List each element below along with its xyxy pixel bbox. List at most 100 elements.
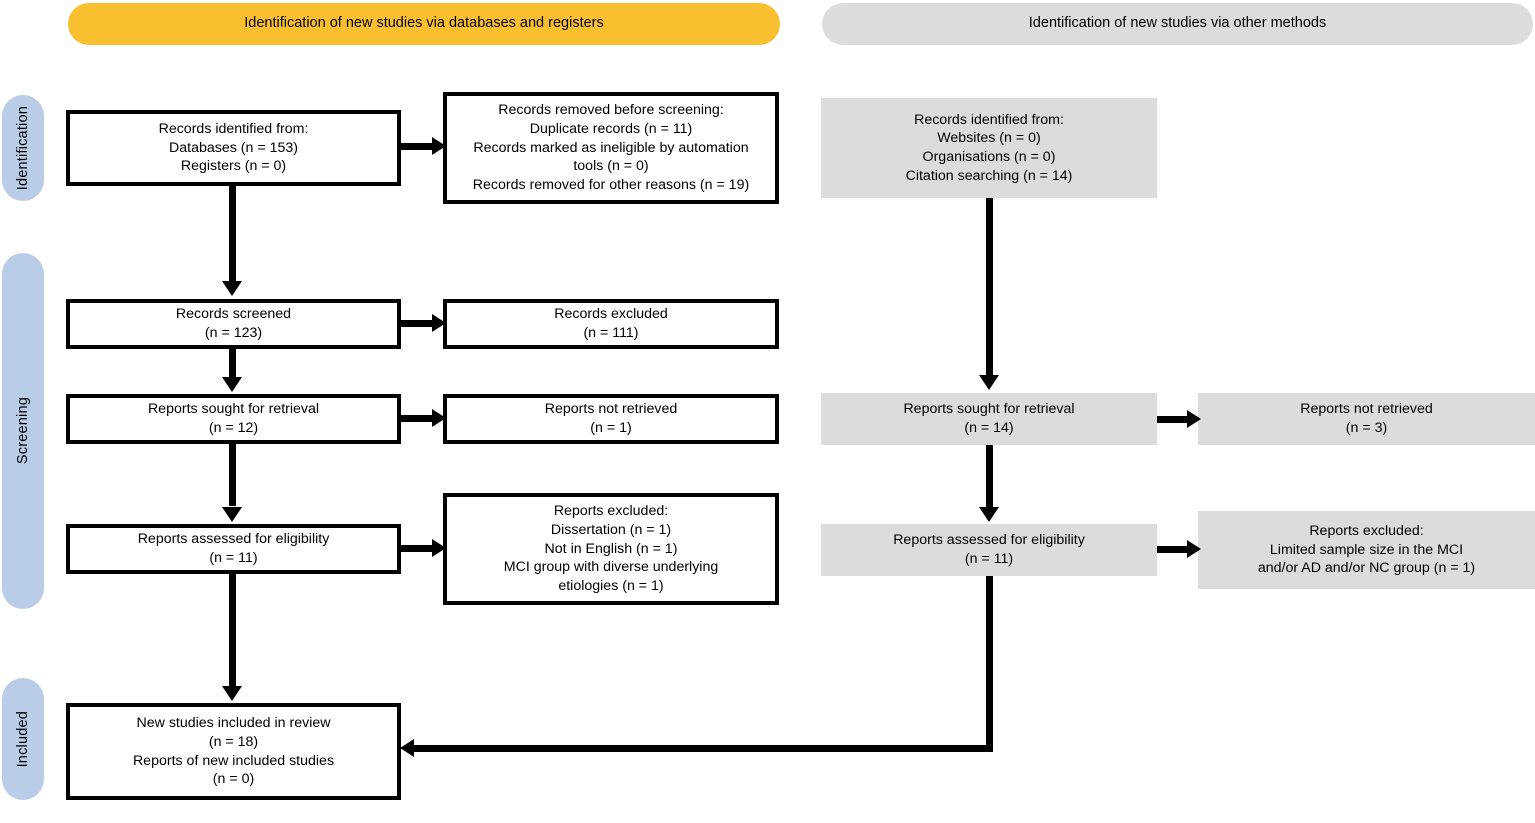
line: (n = 14) [964, 420, 1014, 436]
arrowhead-assessed-to-excluded-left [432, 539, 446, 557]
arrowhead-sought-to-not-retrieved-right [1187, 410, 1201, 428]
line: Reports sought for retrieval [147, 401, 320, 418]
line: and/or AD and/or NC group (n = 1) [1257, 560, 1476, 577]
box-reports-sought-left: Reports sought for retrieval (n = 12) [66, 394, 401, 444]
connector-assessed-to-excluded-right [1157, 546, 1193, 553]
line: Registers (n = 0) [180, 158, 287, 175]
line: (n = 11) [209, 550, 258, 566]
line: (n = 11) [964, 551, 1014, 567]
line: Reports of new included studies [132, 752, 335, 769]
box-reports-sought-left-text: Reports sought for retrieval (n = 12) [78, 400, 389, 437]
line: Websites (n = 0) [937, 130, 1041, 147]
line: Organisations (n = 0) [922, 149, 1056, 165]
line: Not in English (n = 1) [544, 540, 678, 557]
line: (n = 123) [204, 325, 263, 341]
box-reports-sought-right-text: Reports sought for retrieval (n = 14) [829, 400, 1149, 437]
banner-other-methods: Identification of new studies via other … [822, 3, 1533, 45]
box-new-studies-included-text: New studies included in review (n = 18) … [78, 714, 389, 789]
line: (n = 12) [208, 420, 259, 436]
connector-sought-to-assessed-left [229, 444, 236, 506]
box-records-removed-text: Records removed before screening: Duplic… [455, 101, 767, 195]
line: Records removed for other reasons (n = 1… [472, 177, 750, 194]
line: Reports excluded: [1309, 522, 1424, 539]
line: etiologies (n = 1) [558, 578, 664, 595]
box-records-removed-before-screening: Records removed before screening: Duplic… [443, 92, 779, 204]
box-records-excluded: Records excluded (n = 111) [443, 299, 779, 349]
box-records-screened-text: Records screened (n = 123) [78, 305, 389, 342]
line: New studies included in review [136, 715, 331, 732]
connector-screened-to-sought [229, 349, 236, 381]
box-reports-not-retrieved-left-text: Reports not retrieved (n = 1) [455, 400, 767, 437]
arrowhead-sought-to-assessed-right [979, 507, 999, 522]
line: Records removed before screening: [498, 102, 724, 119]
line: Records screened [175, 306, 292, 323]
connector-sought-to-not-retrieved-left [401, 415, 437, 422]
box-reports-not-retrieved-left: Reports not retrieved (n = 1) [443, 394, 779, 444]
line: Reports not retrieved [1300, 401, 1433, 418]
arrowhead-sought-to-not-retrieved-left [432, 409, 446, 427]
arrowhead-identified-to-screened [222, 281, 242, 296]
box-reports-excluded-right: Reports excluded: Limited sample size in… [1198, 511, 1535, 589]
connector-screened-to-excluded [401, 320, 437, 327]
connector-sought-to-assessed-right [986, 445, 993, 509]
line: (n = 18) [208, 733, 259, 750]
line: Databases (n = 153) [169, 139, 298, 156]
arrowhead-assessed-to-included [222, 686, 242, 701]
line: Records identified from: [914, 111, 1064, 128]
box-records-excluded-text: Records excluded (n = 111) [455, 305, 767, 342]
box-records-identified-right: Records identified from: Websites (n = 0… [821, 98, 1157, 198]
line: Limited sample size in the MCI [1269, 541, 1464, 558]
connector-assessed-to-excluded-left [401, 545, 437, 552]
connector-identified-to-sought-right [986, 198, 993, 378]
box-reports-assessed-right: Reports assessed for eligibility (n = 11… [821, 524, 1157, 576]
arrowhead-identified-to-removed [432, 137, 446, 155]
box-reports-excluded-left-text: Reports excluded: Dissertation (n = 1) N… [455, 502, 767, 596]
line: Records marked as ineligible by automati… [473, 139, 749, 156]
line: Reports assessed for eligibility [137, 531, 330, 548]
line: tools (n = 0) [573, 158, 649, 175]
stage-pill-identification: Identification [2, 95, 44, 201]
box-records-identified-right-text: Records identified from: Websites (n = 0… [829, 111, 1149, 186]
line: (n = 111) [583, 325, 639, 341]
box-reports-assessed-right-text: Reports assessed for eligibility (n = 11… [829, 531, 1149, 568]
banner-databases-registers-label: Identification of new studies via databa… [244, 15, 604, 32]
box-reports-excluded-left: Reports excluded: Dissertation (n = 1) N… [443, 493, 779, 605]
connector-assessed-right-drop [986, 576, 993, 752]
box-records-identified-left-text: Records identified from: Databases (n = … [78, 120, 389, 176]
connector-identified-to-removed [401, 143, 437, 150]
banner-other-methods-label: Identification of new studies via other … [1028, 15, 1327, 32]
line: Records excluded [554, 306, 668, 323]
line: MCI group with diverse underlying [503, 559, 719, 576]
line: Reports sought for retrieval [903, 401, 1075, 418]
line: (n = 3) [1345, 420, 1388, 436]
box-reports-assessed-left: Reports assessed for eligibility (n = 11… [66, 524, 401, 574]
box-reports-not-retrieved-right: Reports not retrieved (n = 3) [1198, 393, 1535, 445]
stage-pill-screening: Screening [2, 253, 44, 609]
stage-label-included: Included [15, 710, 31, 768]
box-records-screened: Records screened (n = 123) [66, 299, 401, 349]
stage-pill-included: Included [2, 678, 44, 800]
connector-sought-to-not-retrieved-right [1157, 416, 1193, 423]
stage-label-identification: Identification [15, 105, 31, 191]
arrowhead-screened-to-excluded [432, 314, 446, 332]
line: Reports excluded: [553, 503, 669, 520]
arrowhead-right-to-included [400, 739, 414, 757]
box-records-identified-left: Records identified from: Databases (n = … [66, 110, 401, 186]
line: (n = 1) [590, 420, 632, 436]
arrowhead-screened-to-sought [222, 377, 242, 392]
line: Duplicate records (n = 11) [529, 120, 693, 137]
box-reports-excluded-right-text: Reports excluded: Limited sample size in… [1206, 522, 1527, 578]
line: (n = 0) [212, 771, 255, 788]
connector-identified-to-screened [229, 186, 236, 284]
line: Records identified from: [158, 120, 309, 137]
box-reports-not-retrieved-right-text: Reports not retrieved (n = 3) [1206, 400, 1527, 437]
stage-label-screening: Screening [15, 397, 31, 465]
line: Citation searching (n = 14) [905, 167, 1073, 184]
banner-databases-registers: Identification of new studies via databa… [68, 3, 780, 45]
line: Reports assessed for eligibility [893, 532, 1085, 549]
arrowhead-sought-to-assessed-left [222, 507, 242, 522]
connector-assessed-to-included [229, 574, 236, 687]
box-reports-sought-right: Reports sought for retrieval (n = 14) [821, 393, 1157, 445]
box-reports-assessed-left-text: Reports assessed for eligibility (n = 11… [78, 530, 389, 567]
